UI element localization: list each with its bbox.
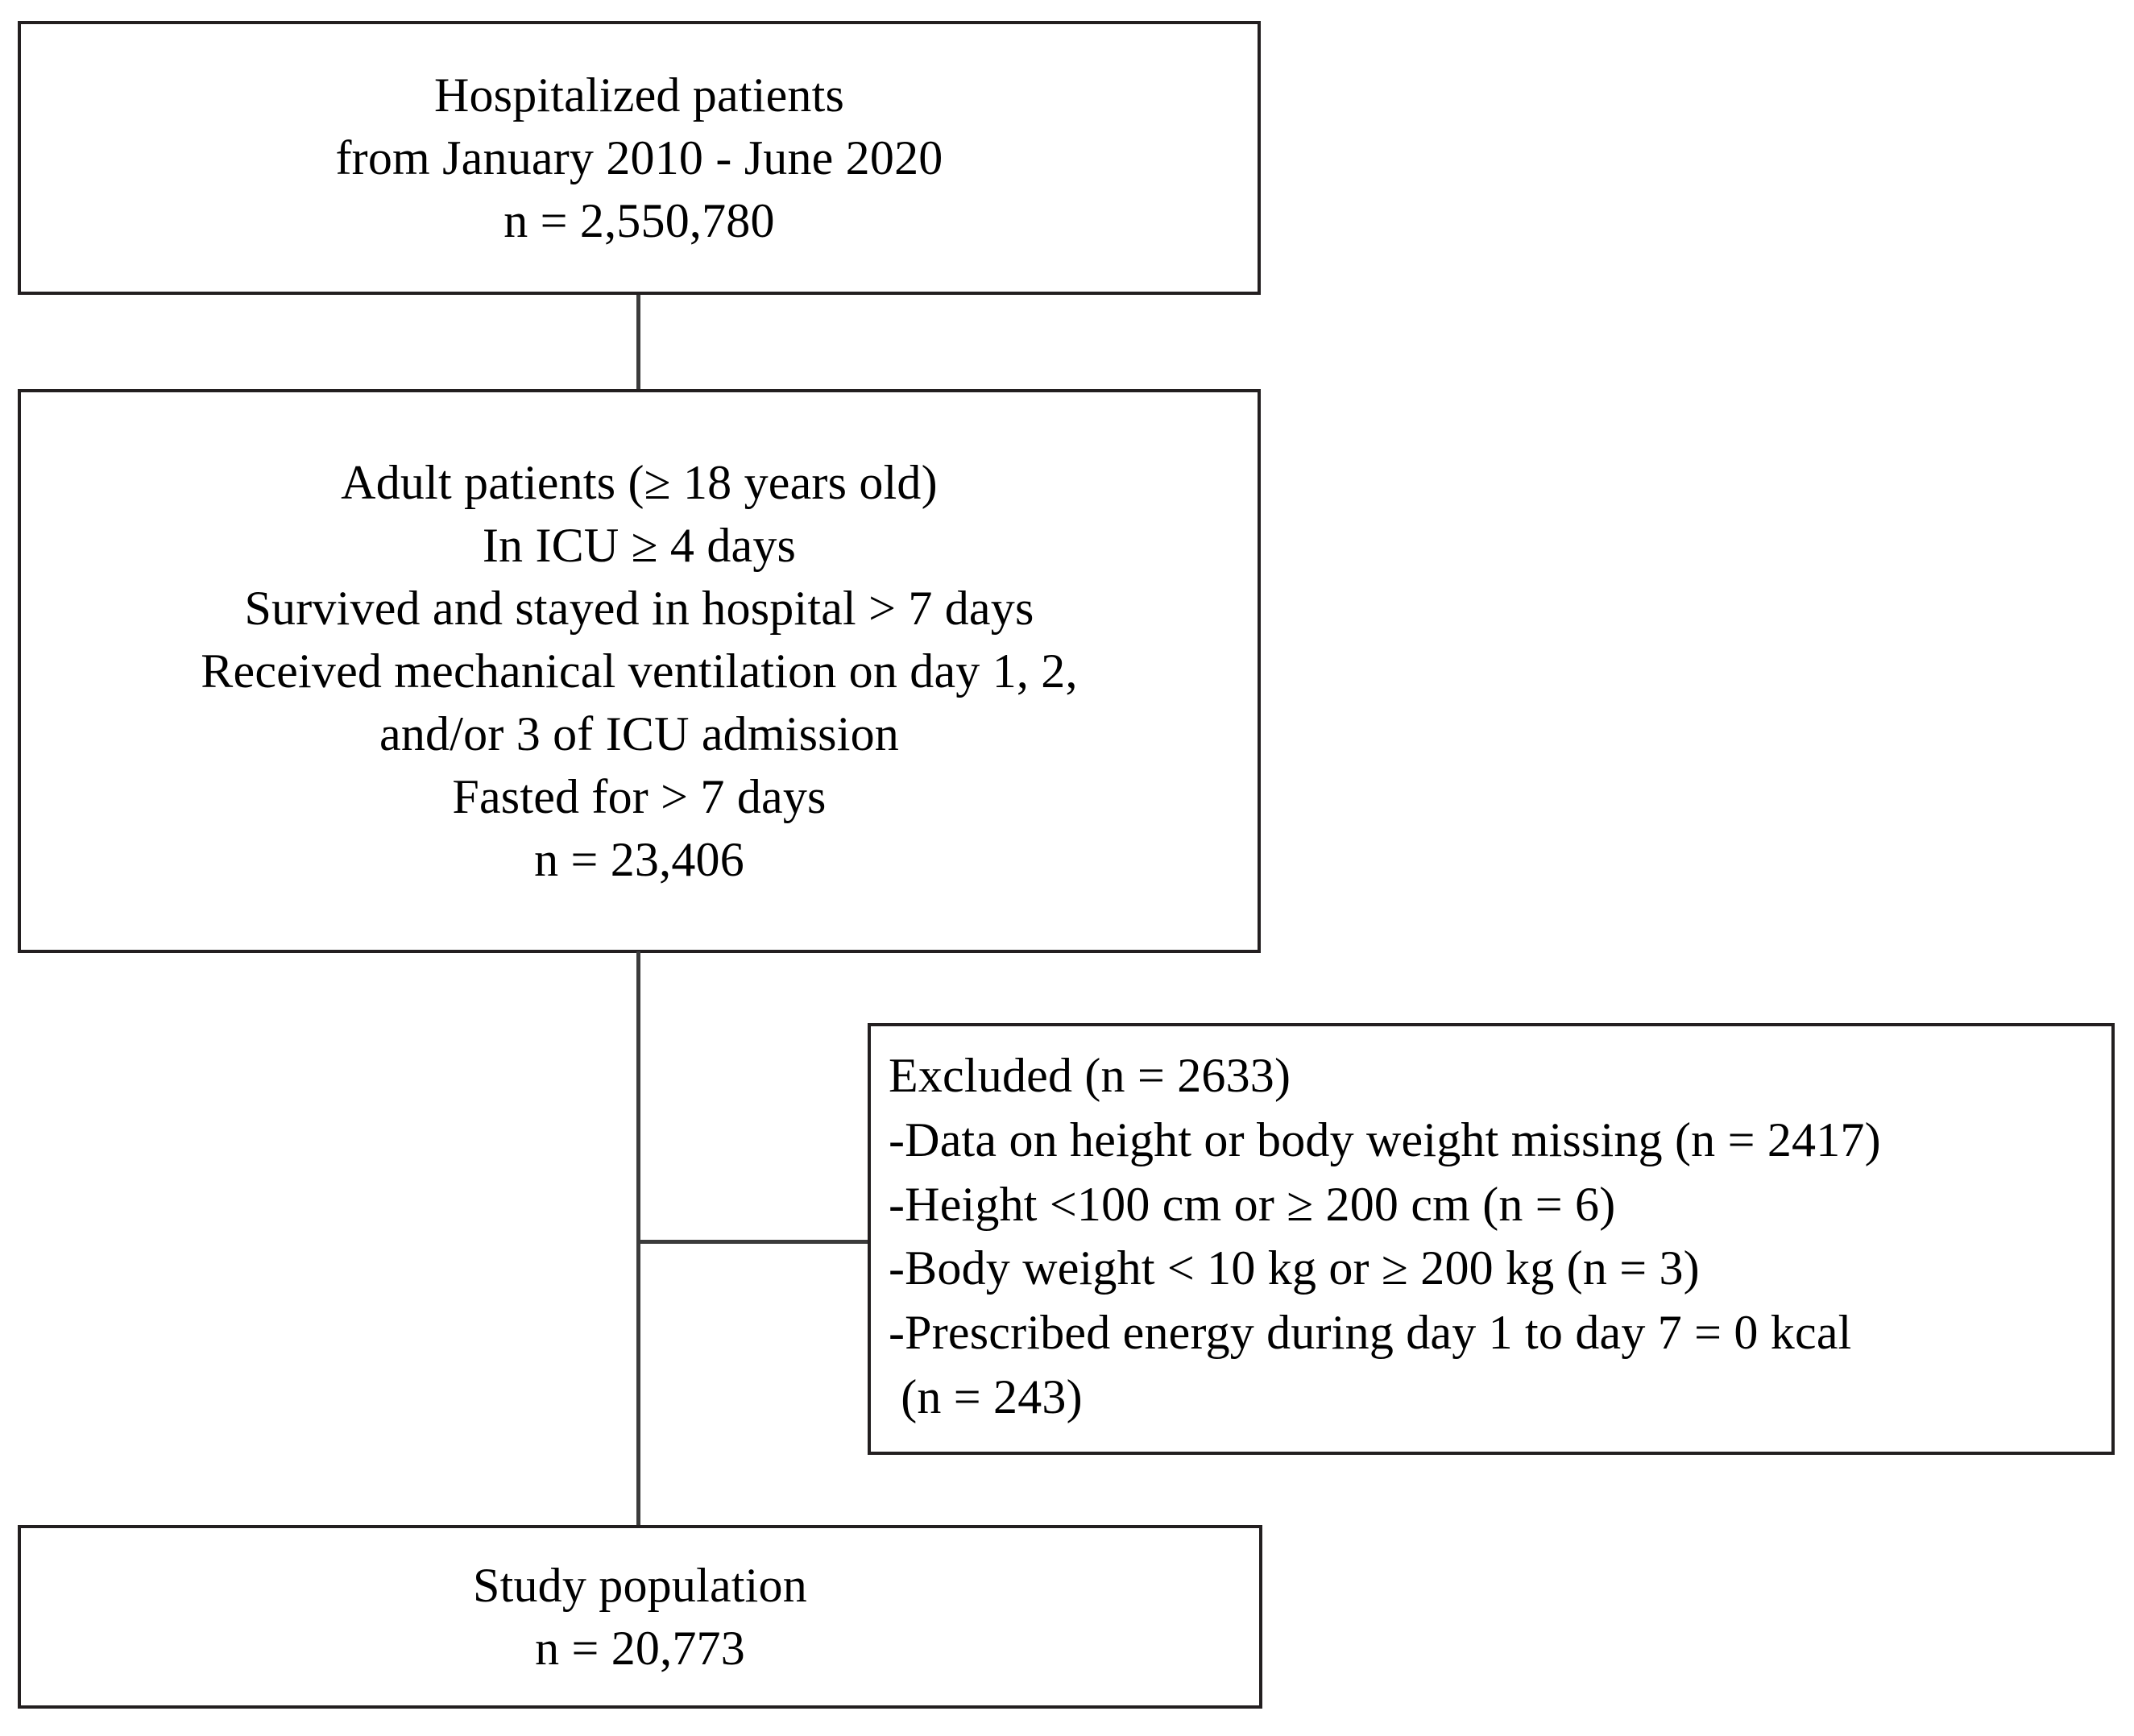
node-eligible-line-6: Fasted for > 7 days [452,770,827,823]
node-study-line-1: Study population [473,1559,807,1612]
node-source-line-2: from January 2010 - June 2020 [335,131,943,184]
node-eligible-line-4: Received mechanical ventilation on day 1… [201,644,1078,698]
connector-eligible-to-study [636,951,640,1527]
node-study-population: Study population n = 20,773 [18,1525,1262,1709]
connector-source-to-eligible [636,295,640,391]
node-excluded-reason-2: -Height <100 cm or ≥ 200 cm (n = 6) [889,1177,1616,1231]
node-eligible-line-1: Adult patients (≥ 18 years old) [341,456,938,509]
node-excluded-header: Excluded (n = 2633) [889,1049,1291,1102]
node-eligible-line-5: and/or 3 of ICU admission [379,707,899,760]
node-source-count: n = 2,550,780 [503,194,775,247]
node-eligible-count: n = 23,406 [534,833,744,886]
connector-eligible-to-excluded [636,1240,870,1244]
node-excluded: Excluded (n = 2633) -Data on height or b… [868,1023,2115,1455]
node-excluded-reason-3: -Body weight < 10 kg or ≥ 200 kg (n = 3) [889,1241,1700,1295]
node-excluded-reason-4: -Prescribed energy during day 1 to day 7… [889,1306,1852,1360]
node-eligible-line-2: In ICU ≥ 4 days [482,519,797,572]
node-hospitalized-patients: Hospitalized patients from January 2010 … [18,21,1261,295]
node-source-line-1: Hospitalized patients [433,68,845,122]
node-eligibility-criteria: Adult patients (≥ 18 years old) In ICU ≥… [18,389,1261,953]
node-excluded-reason-4-cont: (n = 243) [889,1369,1083,1423]
node-eligible-line-3: Survived and stayed in hospital > 7 days [244,582,1034,635]
node-excluded-reason-1: -Data on height or body weight missing (… [889,1112,1881,1166]
node-study-count: n = 20,773 [535,1622,745,1675]
